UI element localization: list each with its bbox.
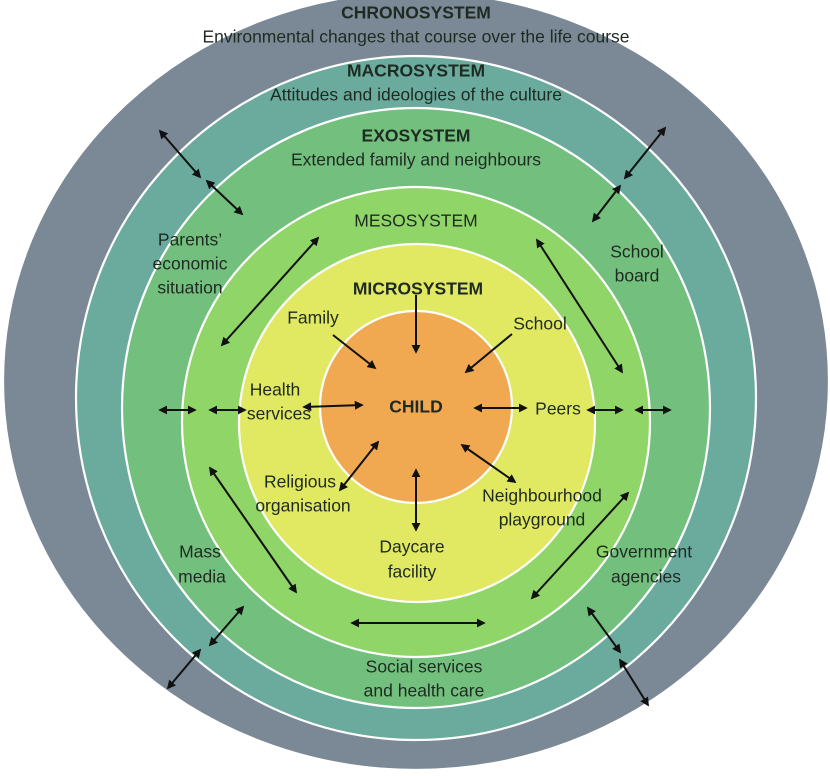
- label-line: board: [615, 266, 660, 286]
- label-line: services: [247, 404, 311, 424]
- macrosystem-title: MACROSYSTEM: [347, 61, 485, 81]
- chronosystem-subtitle: Environmental changes that course over t…: [202, 27, 629, 47]
- mesosystem-title: MESOSYSTEM: [354, 211, 478, 231]
- micro-item-neighbourhood-playground: Neighbourhood playground: [482, 486, 602, 530]
- micro-item-daycare-facility: Daycare facility: [379, 537, 444, 582]
- microsystem-title: MICROSYSTEM: [353, 279, 483, 299]
- exo-item-government-agencies: Government agencies: [596, 542, 692, 587]
- double-arrow: [220, 236, 320, 347]
- child-label: CHILD: [389, 397, 442, 417]
- arrow: [464, 333, 513, 374]
- label-line: Neighbourhood: [482, 486, 602, 506]
- label-line: Parents’: [158, 230, 222, 250]
- label-line: Mass: [179, 542, 221, 562]
- label-line: media: [178, 567, 226, 587]
- macrosystem-subtitle: Attitudes and ideologies of the culture: [270, 85, 562, 105]
- label-line: facility: [388, 562, 437, 582]
- double-arrow: [205, 179, 244, 216]
- double-arrow: [536, 238, 623, 374]
- double-arrow: [158, 129, 202, 179]
- arrow: [332, 334, 377, 370]
- double-arrow: [460, 443, 517, 484]
- micro-item-religious-organisation: Religious organisation: [255, 472, 350, 516]
- label-line: Religious: [264, 472, 336, 492]
- label-line: agencies: [611, 567, 681, 587]
- label-line: and health care: [364, 681, 485, 701]
- micro-item-peers: Peers: [535, 399, 581, 419]
- double-arrow: [530, 491, 630, 600]
- double-arrow: [302, 400, 364, 412]
- label-line: Health: [250, 380, 301, 400]
- double-arrow: [619, 658, 649, 707]
- double-arrow: [623, 126, 667, 180]
- label-line: playground: [499, 510, 586, 530]
- exo-item-mass-media: Mass media: [178, 542, 226, 587]
- micro-item-health-services: Health services: [247, 380, 311, 424]
- double-arrow: [208, 466, 298, 594]
- label-line: economic: [153, 254, 228, 274]
- micro-item-school: School: [513, 314, 567, 334]
- double-arrow: [591, 184, 622, 223]
- connection-arrows: [158, 126, 672, 707]
- label-line: Social services: [366, 657, 483, 677]
- double-arrow: [208, 605, 245, 647]
- double-arrow: [338, 440, 380, 492]
- exo-item-social-services: Social services and health care: [364, 657, 485, 701]
- label-line: School: [610, 242, 664, 262]
- double-arrow: [586, 606, 622, 654]
- exosystem-title: EXOSYSTEM: [362, 126, 471, 146]
- label-line: Daycare: [379, 537, 444, 557]
- label-line: Government: [596, 542, 692, 562]
- label-line: organisation: [255, 496, 350, 516]
- double-arrow: [166, 648, 202, 690]
- exo-item-school-board: School board: [610, 242, 664, 286]
- chronosystem-title: CHRONOSYSTEM: [341, 3, 491, 23]
- exosystem-subtitle: Extended family and neighbours: [291, 150, 541, 170]
- exo-item-parents-economic-situation: Parents’ economic situation: [153, 230, 228, 298]
- label-line: situation: [157, 278, 222, 298]
- micro-item-family: Family: [287, 308, 339, 328]
